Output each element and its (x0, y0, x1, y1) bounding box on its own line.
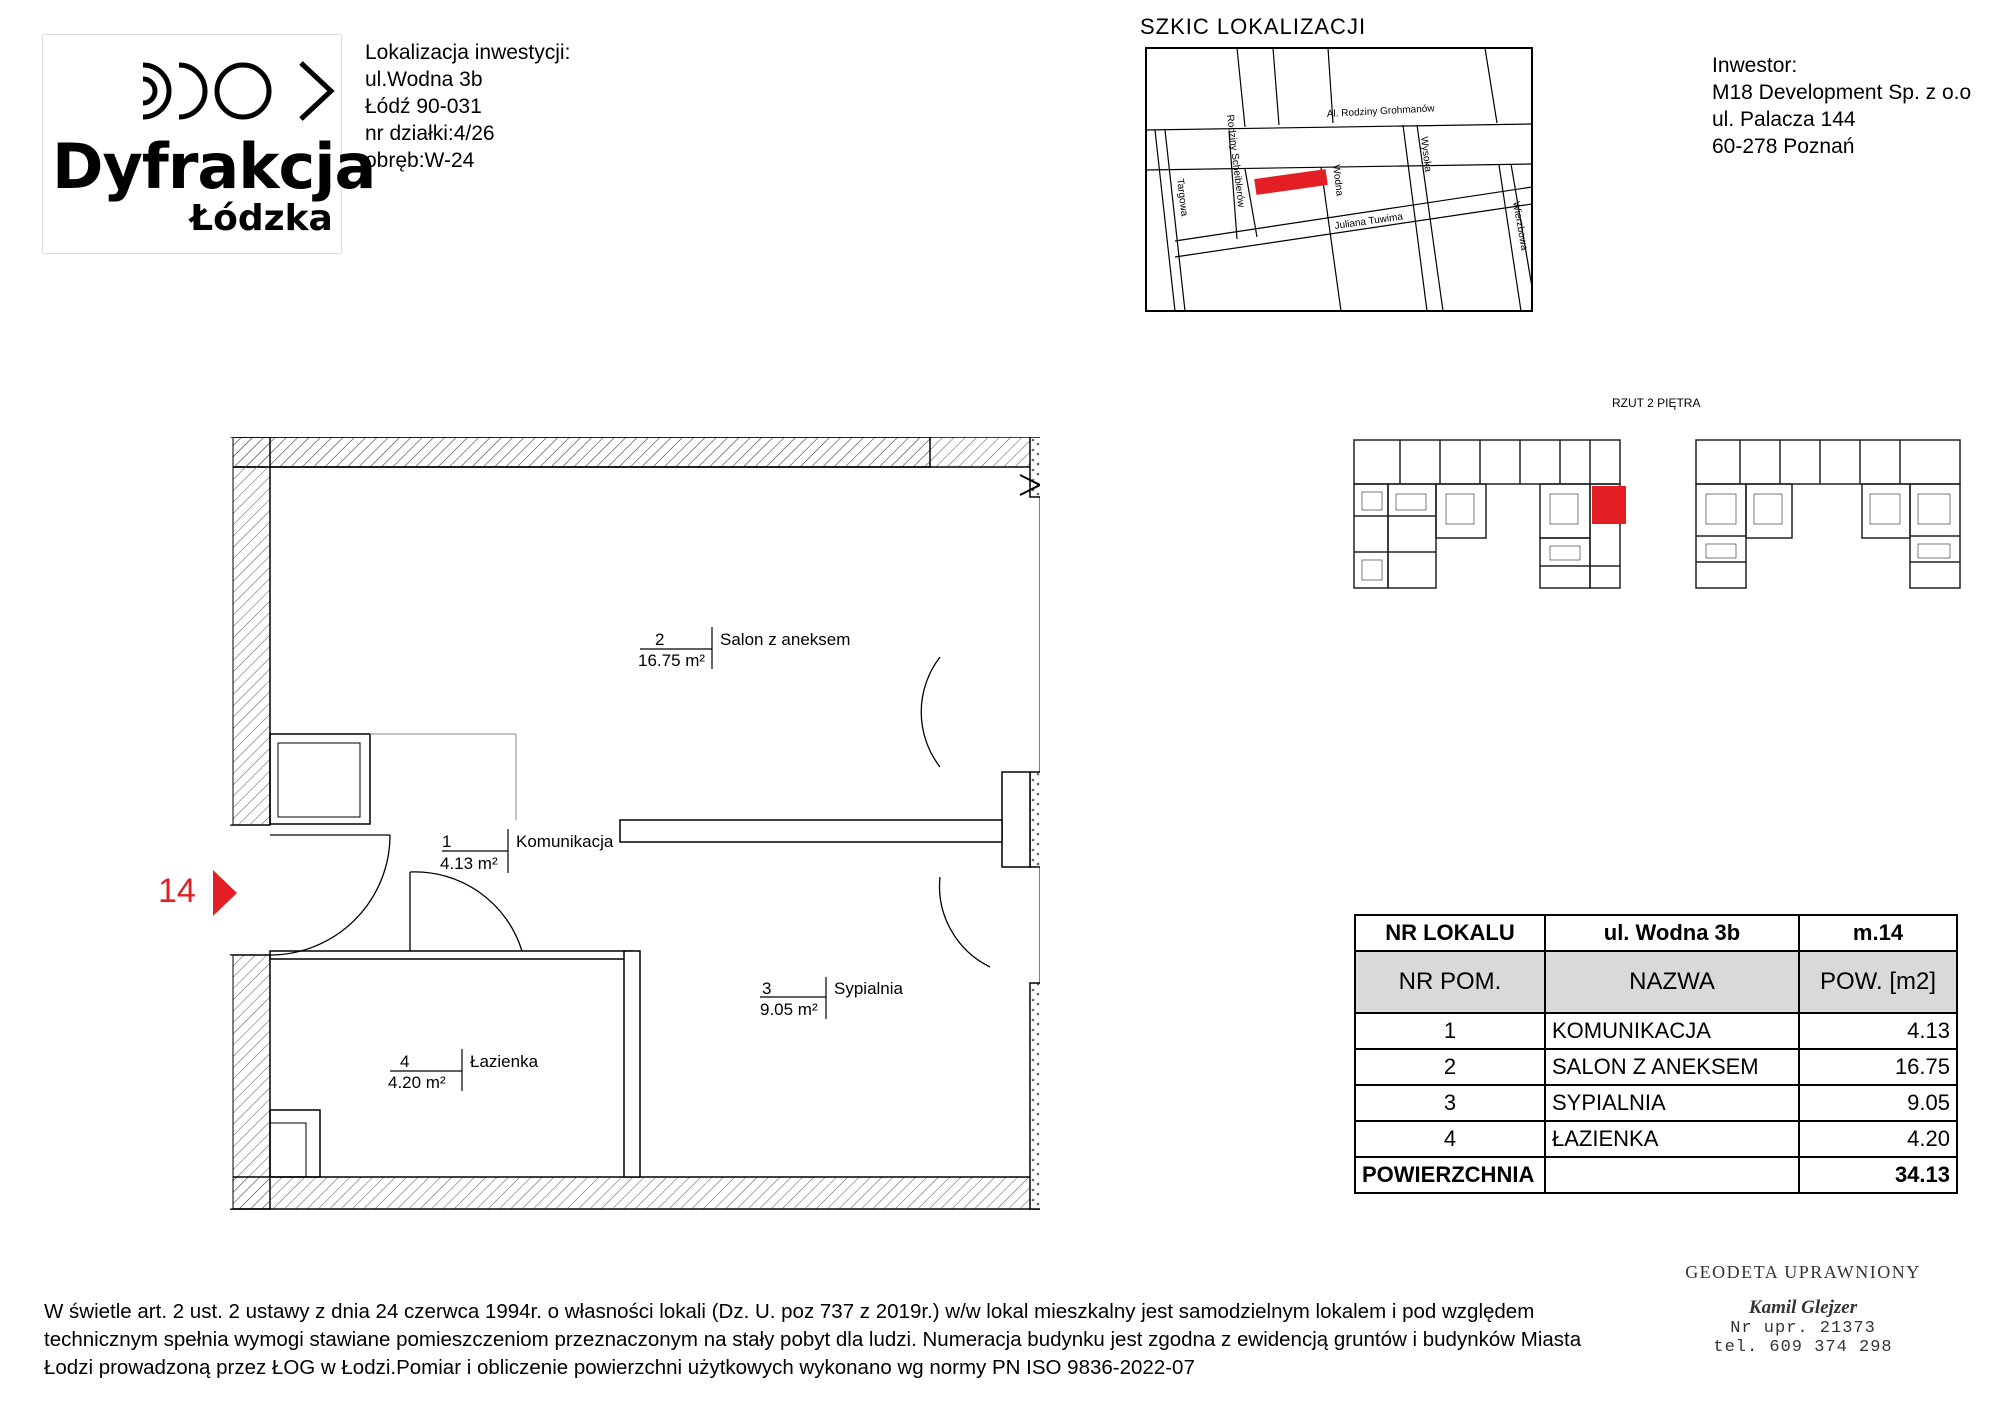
investor-line: M18 Development Sp. z o.o (1712, 81, 1972, 104)
street-label: Wysoka (1418, 136, 1433, 173)
table-cell: 3 (1354, 1084, 1546, 1122)
total-value: 34.13 (1798, 1156, 1958, 1194)
table-cell: ŁAZIENKA (1544, 1120, 1800, 1158)
unit-number: 14 (158, 871, 196, 910)
table-cell: KOMUNIKACJA (1544, 1012, 1800, 1050)
room-name: Komunikacja (516, 832, 614, 851)
room-name: Łazienka (470, 1052, 539, 1071)
room-name: Salon z aneksem (720, 630, 850, 649)
stamp-license: Nr upr. 21373 (1730, 1319, 1876, 1338)
room-nr: 2 (655, 630, 664, 649)
table-cell: 9.05 (1798, 1084, 1958, 1122)
street-label: Targowa (1174, 178, 1190, 217)
investor-info: Inwestor: M18 Development Sp. z o.o ul. … (1712, 52, 1971, 160)
unit-marker: 14 (158, 868, 239, 918)
table-cell: SYPIALNIA (1544, 1084, 1800, 1122)
room-area: 4.13 m² (440, 854, 498, 873)
table-header-cell: ul. Wodna 3b (1544, 914, 1800, 952)
column-header: POW. [m2] (1798, 950, 1958, 1014)
table-header-cell: m.14 (1798, 914, 1958, 952)
location-line: Łódź 90-031 (365, 95, 482, 118)
table-row: 2 SALON Z ANEKSEM 16.75 (1354, 1048, 1958, 1086)
stamp-name: Kamil Glejzer (1748, 1297, 1858, 1318)
room-nr: 1 (442, 832, 451, 851)
logo-mark-icon (142, 61, 335, 121)
arrow-right-icon (213, 870, 238, 916)
investor-heading: Inwestor: (1712, 54, 1798, 77)
building-floor-plan (1353, 439, 1961, 589)
table-row: 3 SYPIALNIA 9.05 (1354, 1084, 1958, 1122)
table-cell: 16.75 (1798, 1048, 1958, 1086)
room-area: 4.20 m² (388, 1073, 446, 1092)
street-label: Wodna (1330, 164, 1345, 197)
room-area: 9.05 m² (760, 1000, 818, 1019)
table-total-row: POWIERZCHNIA 34.13 (1354, 1156, 1958, 1194)
location-sketch-map: Al. Rodziny Grohmanów Rodziny Scheibleró… (1145, 47, 1533, 312)
investor-line: ul. Palacza 144 (1712, 108, 1856, 131)
area-table: NR LOKALU ul. Wodna 3b m.14 NR POM. NAZW… (1354, 914, 1958, 1194)
table-cell: 4.13 (1798, 1012, 1958, 1050)
stamp-title: GEODETA UPRAWNIONY (1685, 1262, 1921, 1282)
investor-line: 60-278 Poznań (1712, 135, 1855, 158)
location-info: Lokalizacja inwestycji: ul.Wodna 3b Łódź… (365, 39, 570, 174)
table-cell (1544, 1156, 1800, 1194)
column-header: NR POM. (1354, 950, 1546, 1014)
room-nr: 3 (762, 979, 771, 998)
stamp-phone: tel. 609 374 298 (1713, 1338, 1893, 1357)
unit-highlight (1592, 486, 1626, 524)
location-line: nr działki:4/26 (365, 122, 495, 145)
legal-note: W świetle art. 2 ust. 2 ustawy z dnia 24… (44, 1298, 1664, 1382)
legal-line: technicznym spełnia wymogi stawiane pomi… (44, 1328, 1582, 1351)
table-cell: 1 (1354, 1012, 1546, 1050)
table-cell: 4 (1354, 1120, 1546, 1158)
brand-name: Dyfrakcja (52, 130, 376, 203)
building-highlight (1254, 169, 1328, 195)
floor-plan-title: RZUT 2 PIĘTRA (1612, 396, 1701, 410)
sketch-title: SZKIC LOKALIZACJI (1140, 14, 1367, 39)
location-line: obręb:W-24 (365, 149, 475, 172)
room-name: Sypialnia (834, 979, 904, 998)
table-cell: 2 (1354, 1048, 1546, 1086)
table-header: NR LOKALU ul. Wodna 3b m.14 (1354, 914, 1958, 952)
room-area: 16.75 m² (638, 651, 705, 670)
location-heading: Lokalizacja inwestycji: (365, 41, 571, 64)
total-label: POWIERZCHNIA (1354, 1156, 1546, 1194)
location-line: ul.Wodna 3b (365, 68, 483, 91)
legal-line: W świetle art. 2 ust. 2 ustawy z dnia 24… (44, 1300, 1535, 1323)
table-cell: SALON Z ANEKSEM (1544, 1048, 1800, 1086)
table-row: 4 ŁAZIENKA 4.20 (1354, 1120, 1958, 1158)
legal-line: Łodzi prowadzoną przez ŁOG w Łodzi.Pomia… (44, 1356, 1195, 1379)
surveyor-stamp: GEODETA UPRAWNIONY Kamil Glejzer Nr upr.… (1678, 1262, 1928, 1357)
table-header-cell: NR LOKALU (1354, 914, 1546, 952)
logo (42, 34, 342, 254)
table-column-header: NR POM. NAZWA POW. [m2] (1354, 950, 1958, 1014)
table-row: 1 KOMUNIKACJA 4.13 (1354, 1012, 1958, 1050)
brand-subtitle: Łódzka (190, 198, 333, 239)
apartment-plan: 2 16.75 m² Salon z aneksem 1 4.13 m² Kom… (230, 437, 1040, 1210)
column-header: NAZWA (1544, 950, 1800, 1014)
room-nr: 4 (400, 1052, 409, 1071)
table-cell: 4.20 (1798, 1120, 1958, 1158)
